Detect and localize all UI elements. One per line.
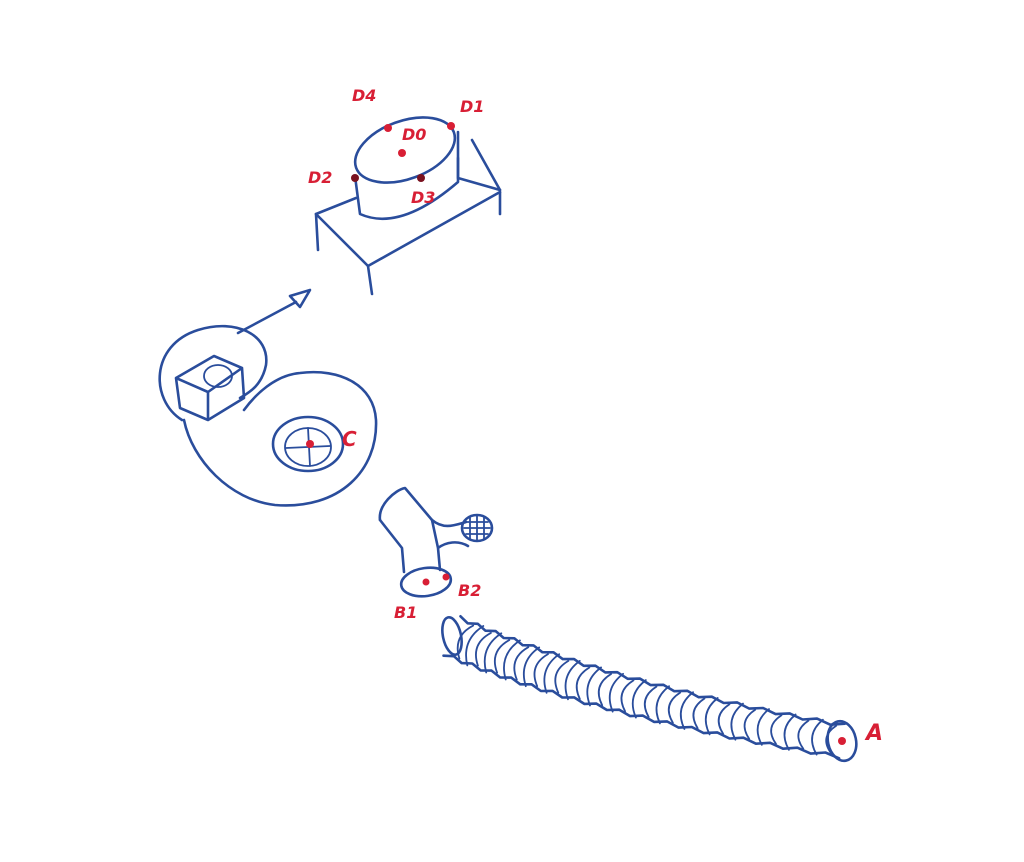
- hose-rib: [533, 653, 549, 688]
- point-d2: [351, 174, 359, 182]
- hose-rib: [811, 718, 824, 756]
- hose-left-end: [441, 616, 463, 656]
- label-d2: D2: [308, 168, 332, 187]
- fan-outlet-square: [174, 354, 246, 422]
- cylinder-body: [353, 130, 460, 221]
- point-d0: [398, 149, 406, 157]
- hose-rib: [655, 685, 670, 725]
- table-top: [314, 156, 502, 268]
- hose-rib: [554, 660, 570, 694]
- point-d3: [417, 174, 425, 182]
- fan-outlet-opening: [203, 364, 233, 388]
- hose-rib: [522, 646, 541, 688]
- hose-rib: [575, 666, 591, 700]
- hose-rib: [667, 691, 682, 724]
- hose-rib: [543, 653, 561, 694]
- hose-rib: [692, 697, 706, 730]
- hose-rib: [564, 660, 581, 701]
- fan-housing: [182, 370, 378, 507]
- hose-rib: [483, 632, 503, 674]
- point-b2: [442, 573, 450, 581]
- y-connector: B1 B2: [378, 486, 494, 622]
- hose-rib: [608, 672, 624, 713]
- hose-ribs: [456, 624, 838, 756]
- hose-rib: [503, 639, 521, 681]
- point-a: [838, 737, 846, 745]
- airflow-arrow: [236, 288, 312, 335]
- hose-rib: [493, 639, 511, 674]
- connector-outlet: [399, 566, 453, 598]
- cylinder-top: [353, 116, 457, 184]
- hose-rib: [770, 714, 783, 745]
- table-leg-left: [314, 212, 320, 252]
- table-back-edge: [470, 138, 502, 192]
- hose-rib: [465, 625, 485, 667]
- hose-rib: [679, 691, 694, 730]
- hose-rib: [797, 719, 810, 750]
- label-d0: D0: [402, 125, 426, 144]
- hose-rib: [586, 666, 602, 707]
- hose-upper-edge: [442, 654, 841, 760]
- label-b2: B2: [458, 581, 481, 600]
- table-leg-front: [366, 264, 374, 296]
- hose-rib: [631, 679, 647, 719]
- hose-rib: [456, 624, 475, 660]
- point-d4: [384, 124, 392, 132]
- fan-hub: [271, 415, 345, 473]
- label-d4: D4: [352, 86, 376, 105]
- label-d1: D1: [460, 97, 484, 116]
- table-with-cylinder: D4 D1 D0 D2 D3: [308, 86, 502, 296]
- point-d1: [447, 122, 455, 130]
- hose-rib: [643, 685, 658, 718]
- hose-rib: [597, 673, 612, 707]
- hose-rib: [717, 703, 731, 735]
- hose-rib: [620, 679, 635, 713]
- connector-upper-branch: [378, 486, 468, 528]
- label-a: A: [864, 721, 883, 746]
- point-c: [306, 440, 314, 448]
- fan-outlet-ring: [158, 324, 268, 422]
- arrow-head: [288, 288, 312, 309]
- hose-rib: [704, 697, 719, 736]
- connector-body: [378, 518, 470, 574]
- hose-rib: [743, 708, 757, 740]
- hose-rib: [513, 646, 530, 681]
- hose-right-end: [826, 719, 858, 763]
- hose-rib: [783, 713, 797, 751]
- label-c: C: [342, 427, 357, 451]
- label-b1: B1: [394, 603, 417, 622]
- hose-rib: [756, 708, 770, 746]
- point-b1: [422, 578, 430, 586]
- hose-rib: [475, 632, 492, 667]
- grille-mesh: [463, 514, 491, 542]
- centrifugal-fan: C: [158, 324, 378, 507]
- label-d3: D3: [411, 188, 435, 207]
- arrow-shaft: [236, 300, 298, 335]
- hose-rib: [730, 702, 744, 741]
- hose-lower-edge: [459, 615, 847, 726]
- corrugated-hose: A: [441, 615, 883, 763]
